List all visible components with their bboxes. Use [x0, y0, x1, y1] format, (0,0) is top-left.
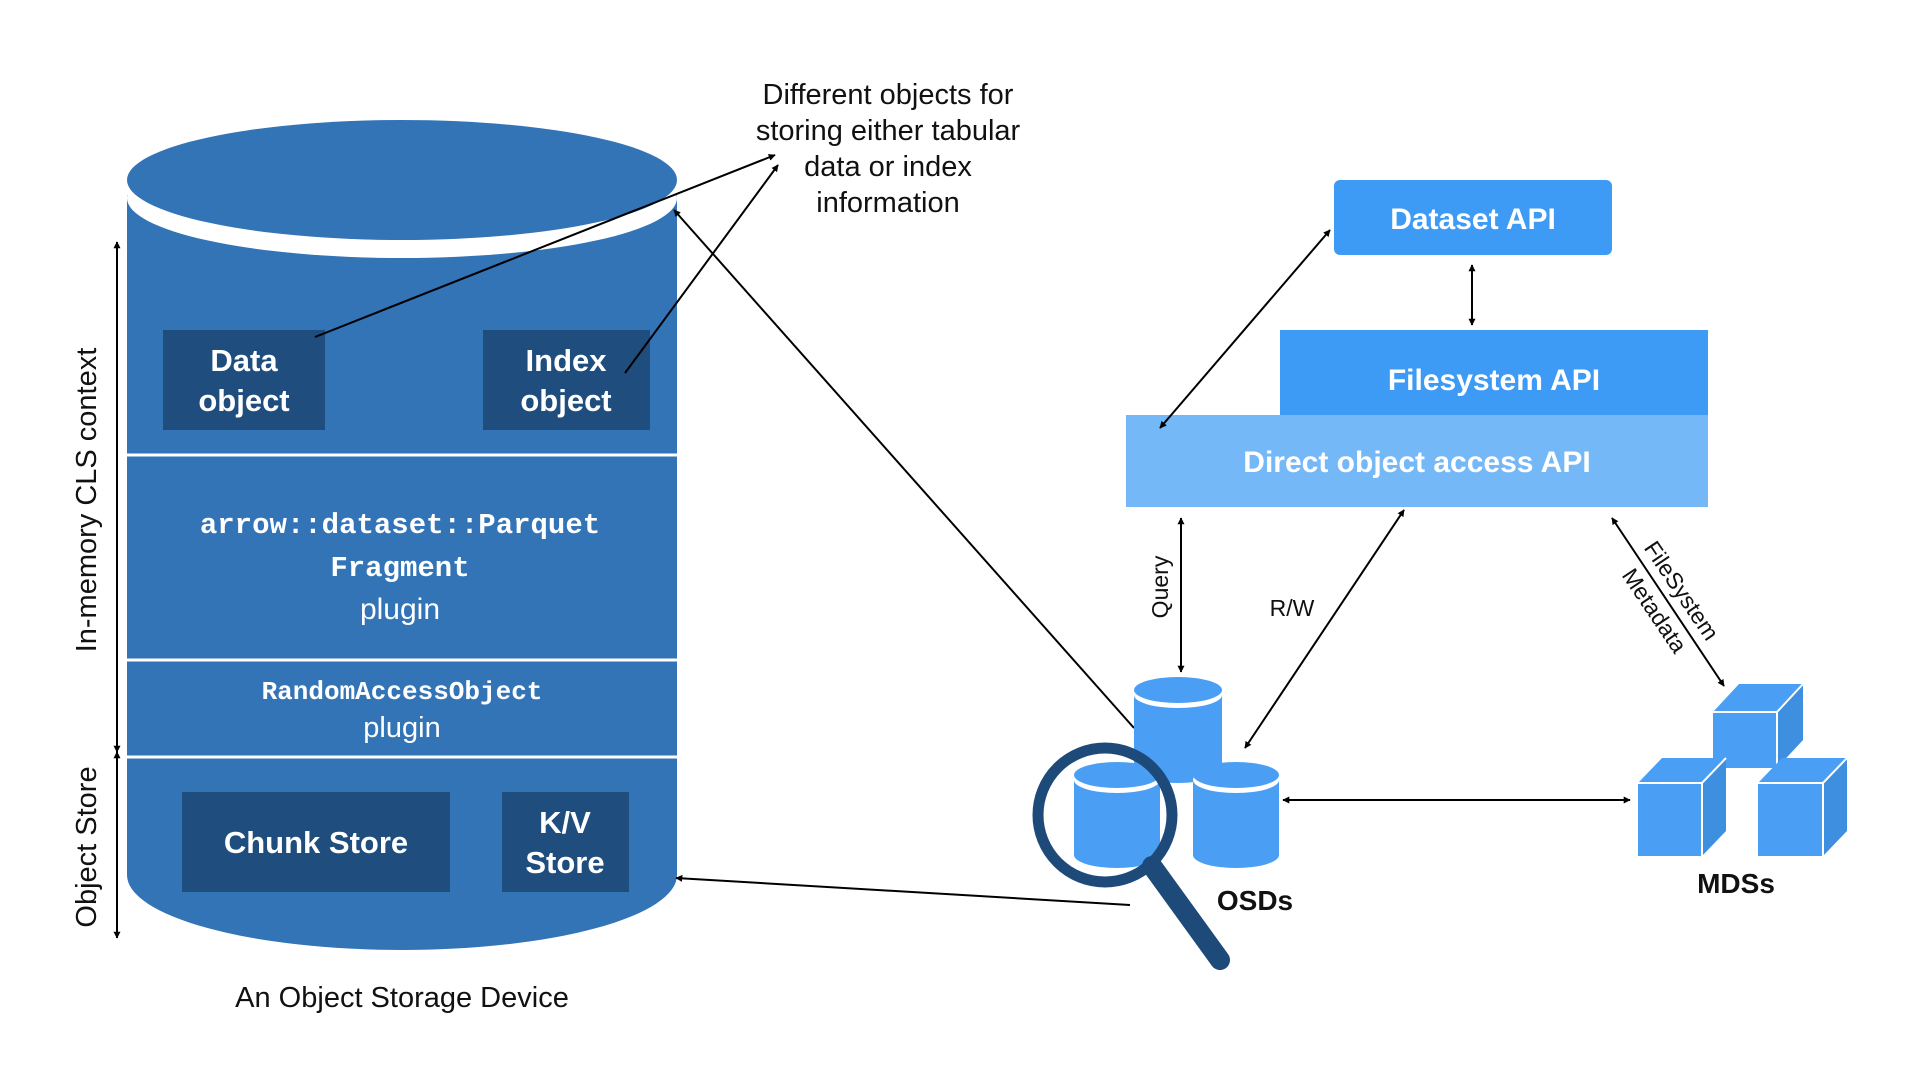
kv-store-label-line2: Store — [525, 845, 604, 880]
annotation-arrow-data — [314, 154, 776, 338]
rw-edge — [1244, 509, 1405, 749]
osds-cluster: OSDs — [1032, 677, 1293, 970]
direct-object-api-label: Direct object access API — [1243, 446, 1590, 479]
annotation-line2: storing either tabular — [756, 115, 1021, 147]
osd-cylinder — [1074, 762, 1160, 868]
mdss-label: MDSs — [1697, 868, 1775, 899]
query-edge-label: Query — [1147, 555, 1173, 618]
osds-label: OSDs — [1217, 885, 1293, 916]
mdss-cluster: MDSs — [1638, 683, 1848, 899]
rw-edge-label: R/W — [1270, 595, 1315, 621]
annotation-line1: Different objects for — [763, 79, 1014, 111]
kv-store-label-line1: K/V — [539, 805, 591, 840]
device-top-lid — [127, 120, 677, 240]
data-object-box — [163, 330, 325, 430]
parquet-plugin-suffix: plugin — [360, 593, 440, 626]
annotation: Different objects for storing either tab… — [314, 79, 1021, 374]
dataset-api-label: Dataset API — [1390, 203, 1556, 236]
annotation-line4: information — [816, 187, 959, 219]
random-access-plugin-name: RandomAccessObject — [262, 677, 543, 707]
api-stack: Dataset API Filesystem API Direct object… — [1126, 180, 1708, 507]
object-storage-device: Data object Index object arrow::dataset:… — [127, 120, 677, 1014]
direct-object-api-box — [1126, 415, 1708, 507]
chunk-store-label: Chunk Store — [224, 825, 408, 860]
annotation-line3: data or index — [804, 151, 972, 183]
osd-to-device-bottom-edge — [675, 874, 1131, 906]
magnifier-icon — [1032, 742, 1230, 970]
side-brackets: In-memory CLS context Object Store — [71, 241, 121, 939]
device-caption: An Object Storage Device — [235, 982, 569, 1014]
mds-cube — [1758, 757, 1848, 856]
filesystem-api-label: Filesystem API — [1388, 364, 1600, 397]
index-object-box — [483, 330, 650, 430]
fs-metadata-edge — [1611, 517, 1725, 687]
cls-context-label: In-memory CLS context — [71, 348, 103, 653]
osd-cylinder — [1134, 677, 1222, 783]
osd-to-device-top-edge — [673, 209, 1135, 729]
parquet-plugin-name-line2: Fragment — [330, 552, 469, 585]
dataset-api-box — [1334, 180, 1612, 255]
annotation-arrow-index — [624, 164, 779, 374]
index-object-label-line1: Index — [526, 343, 608, 378]
osd-cylinder — [1193, 762, 1279, 868]
mds-cube — [1713, 683, 1804, 768]
parquet-plugin-name-line1: arrow::dataset::Parquet — [200, 509, 600, 542]
kv-store-box — [502, 792, 629, 892]
dataset-direct-link — [1159, 229, 1331, 429]
random-access-plugin-suffix: plugin — [363, 712, 440, 744]
data-object-label-line1: Data — [210, 343, 278, 378]
mds-cube — [1638, 757, 1727, 856]
index-object-label-line2: object — [520, 383, 611, 418]
data-object-label-line2: object — [198, 383, 289, 418]
chunk-store-box — [182, 792, 450, 892]
object-store-label: Object Store — [71, 766, 103, 927]
